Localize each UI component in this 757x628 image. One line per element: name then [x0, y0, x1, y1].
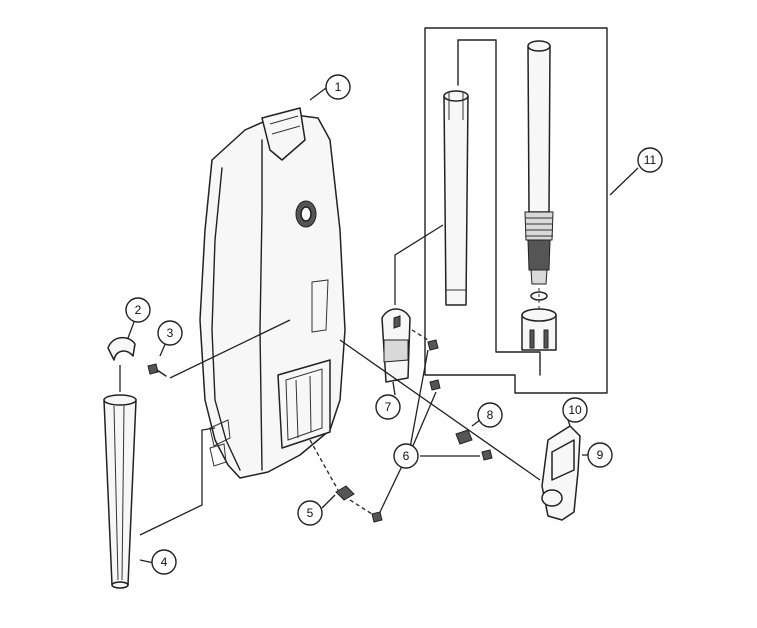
callout-1-label: 1: [335, 80, 342, 94]
callout-3: 3: [157, 320, 183, 346]
nut-8: [455, 429, 473, 445]
handle-tube-assembly: [443, 39, 557, 376]
callout-10: 10: [562, 397, 588, 423]
callout-7: 7: [375, 394, 401, 420]
callout-8-label: 8: [487, 408, 494, 422]
callout-9: 9: [587, 442, 613, 468]
callout-5-label: 5: [307, 506, 314, 520]
handle-grip: [381, 308, 411, 383]
hose-tube: [103, 394, 137, 589]
callout-11: 11: [637, 147, 663, 173]
callout-7-label: 7: [385, 400, 392, 414]
callout-4: 4: [151, 549, 177, 575]
callout-11-label: 11: [644, 153, 657, 167]
callout-1: 1: [325, 74, 351, 100]
callout-9-label: 9: [597, 448, 604, 462]
callout-5: 5: [297, 500, 323, 526]
callout-2-label: 2: [135, 303, 142, 317]
callout-6: 6: [393, 443, 419, 469]
callout-3-label: 3: [167, 326, 174, 340]
callout-6-label: 6: [403, 449, 410, 463]
clip: [107, 336, 136, 361]
screw-3: [147, 363, 167, 377]
callout-10-label: 10: [568, 403, 582, 417]
rear-housing: [199, 107, 346, 479]
callout-4-label: 4: [161, 555, 168, 569]
cord-hook: [541, 425, 581, 521]
callout-2: 2: [125, 297, 151, 323]
callouts: 1 2 3 4 5 6 7 8: [125, 74, 663, 575]
inset-box: [424, 27, 608, 394]
callout-8: 8: [477, 402, 503, 428]
nut-5: [335, 485, 355, 501]
screws-6: [371, 339, 493, 523]
